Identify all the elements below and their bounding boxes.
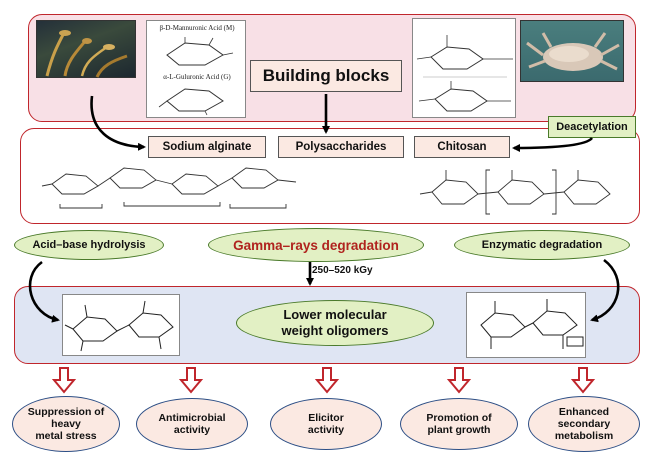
chitin-structures-image (412, 18, 516, 118)
hollow-arrow-1 (51, 367, 77, 394)
hollow-arrow-4 (446, 367, 472, 394)
sodium-alginate-label: Sodium alginate (148, 136, 266, 158)
enzymatic-degradation-oval: Enzymatic degradation (454, 230, 630, 260)
polysaccharides-label: Polysaccharides (278, 136, 404, 158)
chitosan-oligomer-structure-icon (466, 292, 586, 358)
hollow-arrow-2 (178, 367, 204, 394)
hollow-arrow-3 (314, 367, 340, 394)
guluronic-ring-icon (158, 88, 224, 116)
alginate-chain-structure-icon (41, 167, 297, 209)
enzymatic-to-oligomers-arrow (590, 258, 620, 323)
alginate-oligomer-structure-icon (62, 294, 180, 356)
guluronic-label: α-L-Guluronic Acid (G) (163, 73, 231, 81)
alginate-monomers-image: β-D-Mannuronic Acid (M) α-L-Guluronic Ac… (146, 20, 246, 118)
output-antimicrobial-activity: Antimicrobial activity (136, 398, 248, 450)
mannuronic-ring-icon (166, 37, 234, 66)
output-elicitor-activity: Elicitor activity (270, 398, 382, 450)
deacetylation-to-chitosan-arrow (512, 137, 594, 152)
seaweed-to-alginate-arrow (90, 95, 146, 151)
deacetylation-label: Deacetylation (548, 116, 636, 138)
building-blocks-title: Building blocks (250, 60, 402, 92)
gamma-rays-degradation-oval: Gamma–rays degradation (208, 228, 424, 262)
acid-base-hydrolysis-oval: Acid–base hydrolysis (14, 230, 164, 260)
crab-shell-photo-icon (520, 20, 624, 82)
output-heavy-metal-stress: Suppression of heavy metal stress (12, 396, 120, 452)
dose-label: 250–520 kGy (312, 265, 373, 276)
output-secondary-metabolism: Enhanced secondary metabolism (528, 396, 640, 452)
seaweed-photo-icon (36, 20, 136, 78)
chitosan-chain-structure-icon (419, 169, 611, 215)
output-plant-growth: Promotion of plant growth (400, 398, 518, 450)
mannuronic-label: β-D-Mannuronic Acid (M) (159, 24, 235, 32)
acid-base-to-oligomers-arrow (28, 260, 60, 323)
hollow-arrow-5 (570, 367, 596, 394)
oligomers-oval: Lower molecular weight oligomers (236, 300, 434, 346)
chitosan-label: Chitosan (414, 136, 510, 158)
